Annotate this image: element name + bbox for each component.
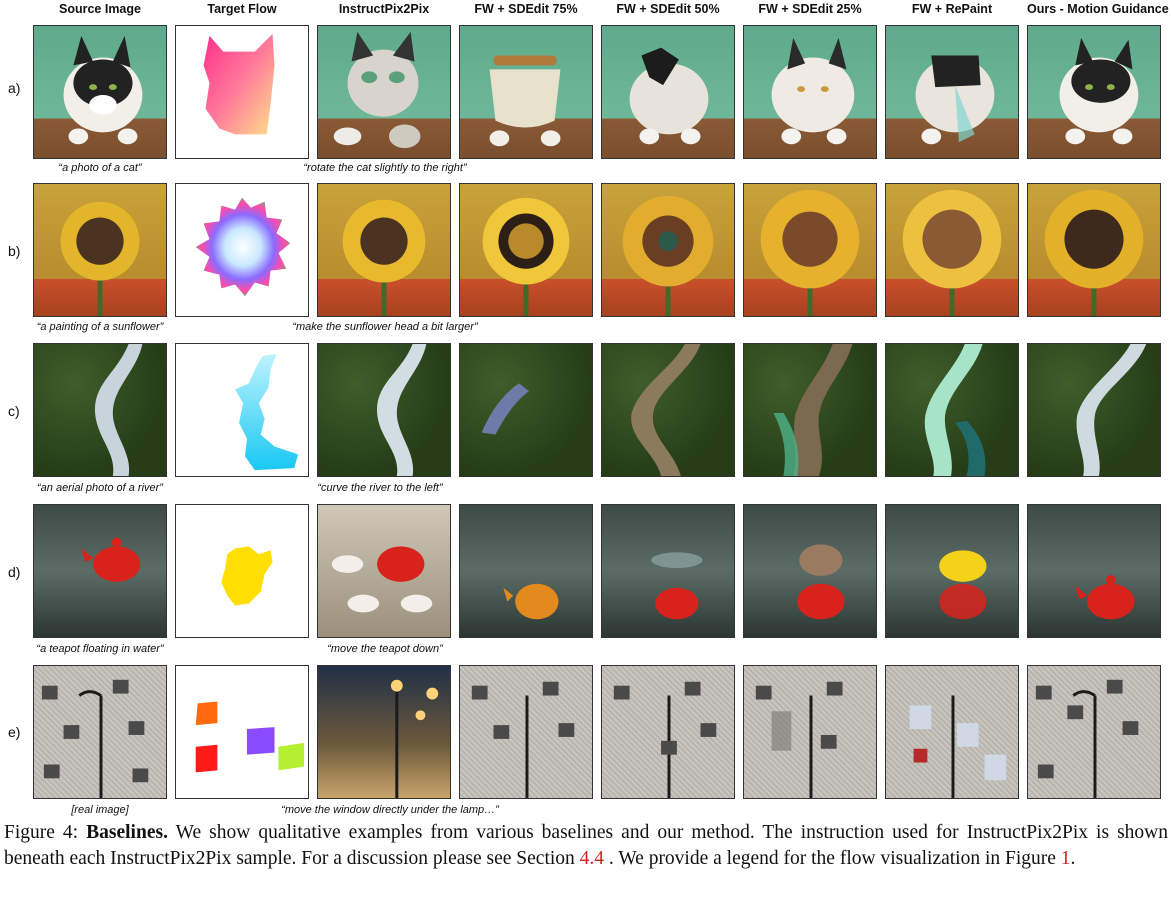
column-header-instructpix2pix: InstructPix2Pix bbox=[338, 2, 430, 16]
column-header-source-image: Source Image bbox=[59, 2, 141, 16]
figure-reference-link[interactable]: 1 bbox=[1060, 848, 1071, 869]
sdedit50-wall bbox=[601, 665, 735, 799]
target-flow-sunflower bbox=[175, 183, 309, 317]
column-header-repaint: FW + RePaint bbox=[911, 2, 993, 16]
instruction-caption-c: “curve the river to the left” bbox=[317, 482, 443, 494]
ours-sunflower bbox=[1027, 183, 1161, 317]
figure-title: Baselines. bbox=[86, 822, 168, 843]
source-caption-d: “a teapot floating in water” bbox=[36, 643, 164, 655]
sdedit25-sunflower bbox=[743, 183, 877, 317]
source-caption-c: “an aerial photo of a river” bbox=[37, 482, 163, 494]
repaint-sunflower bbox=[885, 183, 1019, 317]
ours-teapot bbox=[1027, 504, 1161, 638]
source-image-cat bbox=[33, 25, 167, 159]
column-header-sdedit-75: FW + SDEdit 75% bbox=[474, 2, 578, 16]
instructpix2pix-wall bbox=[317, 665, 451, 799]
sdedit50-sunflower bbox=[601, 183, 735, 317]
instruction-caption-a: “rotate the cat slightly to the right” bbox=[303, 162, 467, 174]
sdedit75-river bbox=[459, 343, 593, 477]
instructpix2pix-river bbox=[317, 343, 451, 477]
source-image-wall bbox=[33, 665, 167, 799]
row-label-a: a) bbox=[8, 80, 21, 96]
source-caption-b: “a painting of a sunflower” bbox=[36, 321, 164, 333]
sdedit50-cat bbox=[601, 25, 735, 159]
source-image-sunflower bbox=[33, 183, 167, 317]
figure-caption: Figure 4: Baselines. We show qualitative… bbox=[4, 820, 1168, 872]
ours-cat bbox=[1027, 25, 1161, 159]
caption-text-3: . bbox=[1070, 848, 1076, 869]
sdedit25-wall bbox=[743, 665, 877, 799]
figure-label: Figure 4: bbox=[4, 822, 79, 843]
sdedit25-cat bbox=[743, 25, 877, 159]
source-image-teapot bbox=[33, 504, 167, 638]
column-header-target-flow: Target Flow bbox=[207, 2, 277, 16]
repaint-wall bbox=[885, 665, 1019, 799]
repaint-teapot bbox=[885, 504, 1019, 638]
instructpix2pix-teapot bbox=[317, 504, 451, 638]
instruction-caption-d: “move the teapot down” bbox=[327, 643, 443, 655]
repaint-cat bbox=[885, 25, 1019, 159]
sdedit50-river bbox=[601, 343, 735, 477]
section-reference-link[interactable]: 4.4 bbox=[579, 848, 605, 869]
source-caption-e: [real image] bbox=[71, 804, 129, 816]
sdedit75-wall bbox=[459, 665, 593, 799]
source-image-river bbox=[33, 343, 167, 477]
column-header-sdedit-25: FW + SDEdit 25% bbox=[758, 2, 862, 16]
target-flow-wall bbox=[175, 665, 309, 799]
repaint-river bbox=[885, 343, 1019, 477]
ours-wall bbox=[1027, 665, 1161, 799]
sdedit75-teapot bbox=[459, 504, 593, 638]
caption-text-1: We show qualitative examples from variou… bbox=[4, 822, 1169, 869]
sdedit25-river bbox=[743, 343, 877, 477]
target-flow-teapot bbox=[175, 504, 309, 638]
sdedit50-teapot bbox=[601, 504, 735, 638]
sdedit25-teapot bbox=[743, 504, 877, 638]
row-label-c: c) bbox=[8, 403, 20, 419]
instruction-caption-e: “move the window directly under the lamp… bbox=[281, 804, 499, 816]
instruction-caption-b: “make the sunflower head a bit larger” bbox=[292, 321, 478, 333]
sdedit75-sunflower bbox=[459, 183, 593, 317]
source-caption-a: “a photo of a cat” bbox=[58, 162, 142, 174]
instructpix2pix-cat bbox=[317, 25, 451, 159]
target-flow-cat bbox=[175, 25, 309, 159]
row-label-e: e) bbox=[8, 724, 21, 740]
sdedit75-cat bbox=[459, 25, 593, 159]
column-header-sdedit-50: FW + SDEdit 50% bbox=[616, 2, 720, 16]
column-header-motion-guidance: Ours - Motion Guidance bbox=[1027, 2, 1169, 16]
row-label-d: d) bbox=[8, 564, 21, 580]
baselines-figure: Source Image Target Flow InstructPix2Pix… bbox=[8, 2, 1169, 816]
ours-river bbox=[1027, 343, 1161, 477]
target-flow-river bbox=[175, 343, 309, 477]
caption-text-2: . We provide a legend for the flow visua… bbox=[604, 848, 1061, 869]
row-label-b: b) bbox=[8, 243, 21, 259]
instructpix2pix-sunflower bbox=[317, 183, 451, 317]
